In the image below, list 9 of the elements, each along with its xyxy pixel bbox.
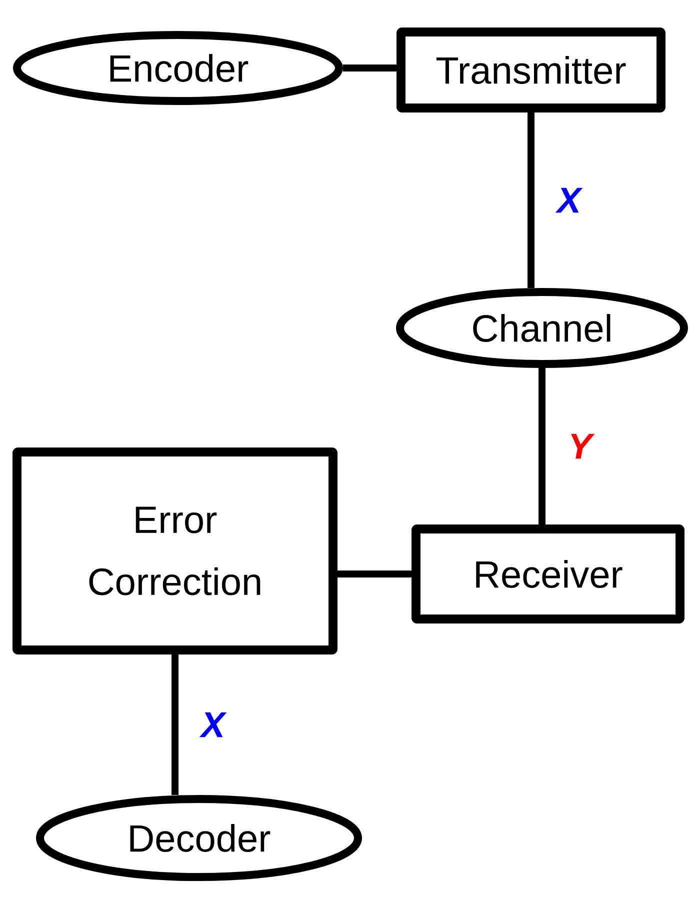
edge-label: X <box>199 712 227 738</box>
ellipse-node: Decoder <box>36 795 362 881</box>
ellipse-node: Channel <box>396 288 688 368</box>
process-box: Transmitter <box>396 28 666 112</box>
process-box: Receiver <box>412 524 684 624</box>
edge-label: Y <box>571 434 595 459</box>
edge-label: X <box>555 188 583 213</box>
process-box: Error Correction <box>12 448 338 654</box>
ellipse-node: Encoder <box>13 31 343 105</box>
